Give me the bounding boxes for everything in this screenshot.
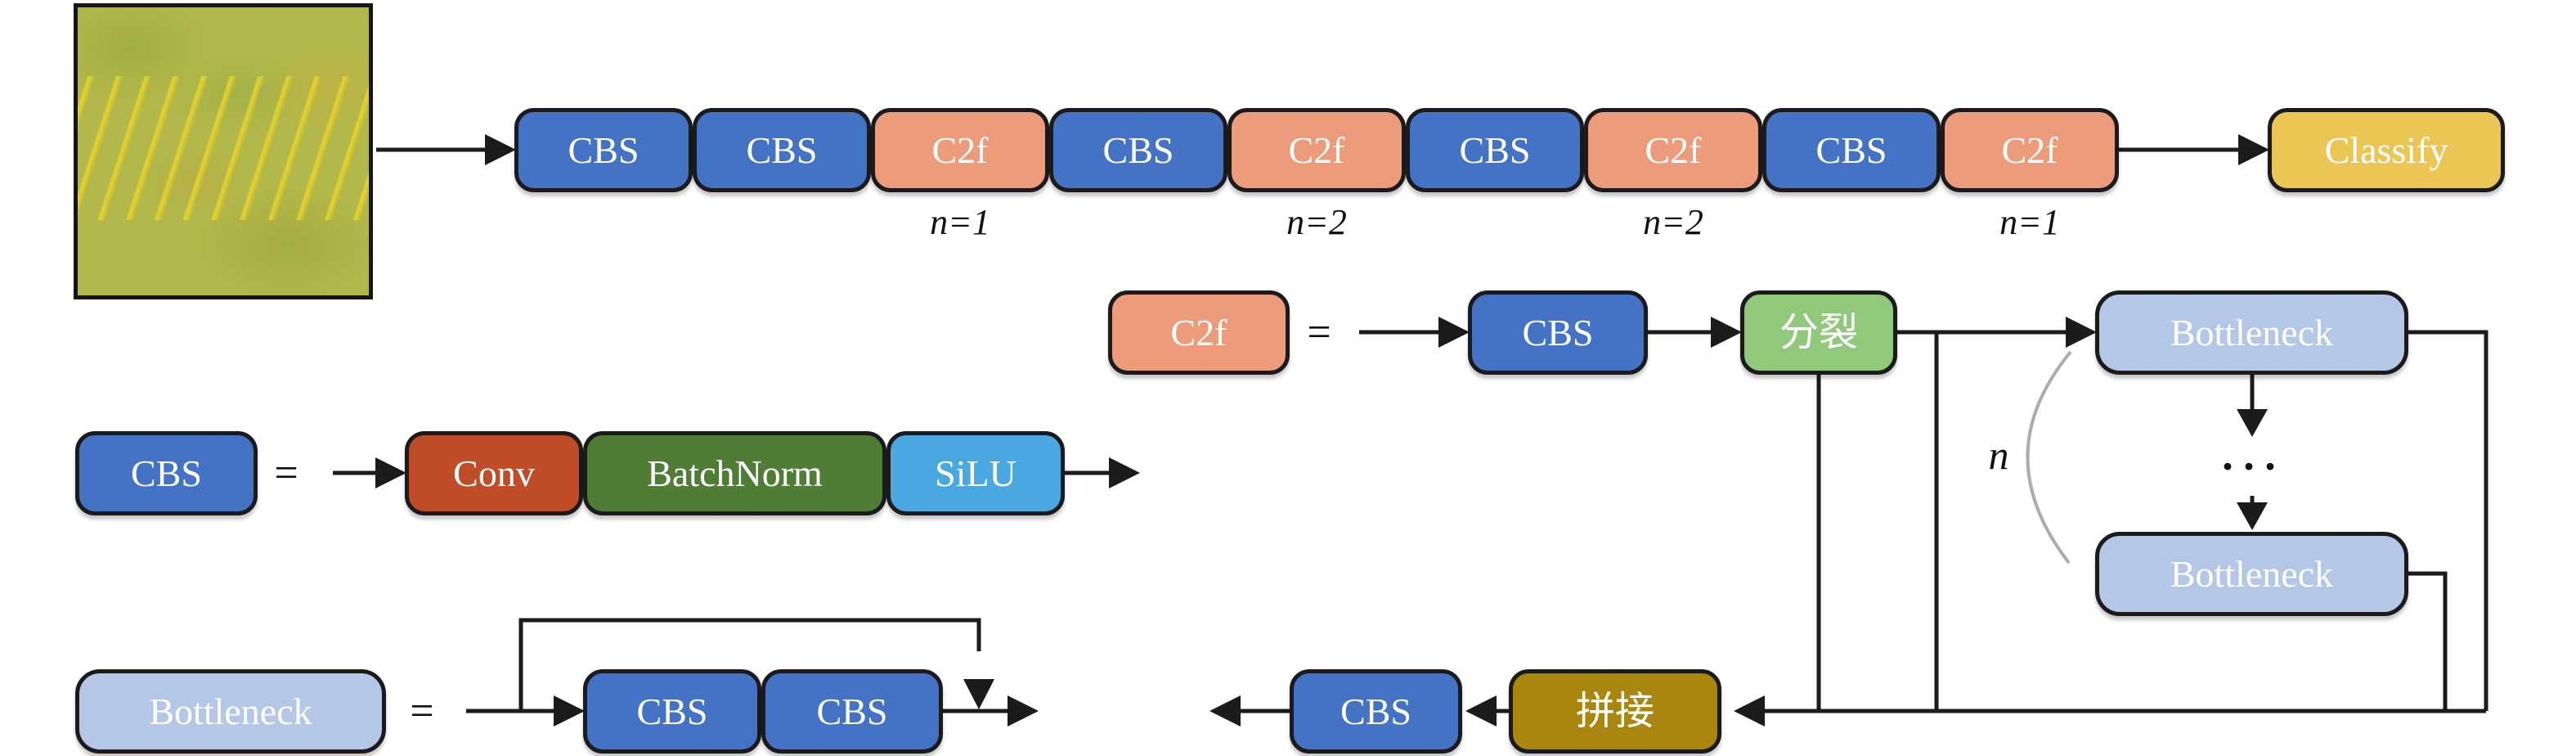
n-label-4: n=1 [1999, 202, 2060, 242]
arrowhead [2066, 317, 2097, 348]
arrowhead [554, 695, 585, 727]
backbone-block-cbs-5: CBS [1762, 108, 1941, 192]
c2f-equals-sign: = [1307, 308, 1331, 356]
silu-block: SiLU [886, 431, 1065, 515]
arrowhead [375, 457, 406, 488]
arrowhead [1465, 695, 1497, 727]
n-label-1: n=1 [930, 202, 990, 242]
bottleneck-bottom-block: Bottleneck [2095, 532, 2408, 616]
cbs-equals-sign: = [274, 449, 298, 497]
backbone-block-c2f-4: C2f [1941, 108, 2119, 192]
wire-bottleneck-skip-connection [518, 618, 981, 711]
cbs-detail-head: CBS [75, 431, 258, 515]
arrowhead [2237, 502, 2268, 530]
arrowhead [1438, 317, 1470, 348]
conv-block: Conv [405, 431, 583, 515]
backbone-block-c2f-3: C2f [1584, 108, 1762, 192]
n-label-2: n=2 [1286, 202, 1347, 242]
c2f-output-cbs: CBS [1290, 669, 1462, 754]
classify-block: Classify [2268, 108, 2505, 192]
repeat-ellipsis: ··· [2219, 442, 2285, 491]
bottleneck-detail-cbs-1: CBS [583, 669, 761, 754]
backbone-block-c2f-2: C2f [1227, 108, 1406, 192]
bottleneck-equals-sign: = [410, 687, 434, 735]
batchnorm-block: BatchNorm [583, 431, 886, 515]
arrowhead [1734, 695, 1765, 727]
c2f-detail-cbs: CBS [1468, 290, 1648, 375]
bottleneck-detail-head: Bottleneck [75, 669, 386, 754]
input-image-streaks [78, 76, 369, 221]
arrowhead [2237, 409, 2268, 437]
arrowhead [963, 679, 994, 709]
wire-bottleneck-top-skip [2408, 330, 2488, 711]
arrowhead [1109, 457, 1140, 488]
split-block: 分裂 [1740, 290, 1897, 375]
repeat-count-label: n [1988, 432, 2009, 478]
concat-block: 拼接 [1509, 669, 1721, 754]
repeat-brace [2026, 350, 2072, 565]
backbone-block-c2f-1: C2f [871, 108, 1049, 192]
backbone-block-cbs-1: CBS [514, 108, 693, 192]
backbone-block-cbs-4: CBS [1406, 108, 1584, 192]
c2f-detail-head: C2f [1108, 290, 1290, 375]
wire-bottleneck-bottom-out [2408, 571, 2448, 711]
bottleneck-top-block: Bottleneck [2095, 290, 2408, 375]
backbone-block-cbs-2: CBS [693, 108, 871, 192]
arrowhead [485, 134, 516, 165]
backbone-block-cbs-3: CBS [1049, 108, 1227, 192]
arrowhead [1209, 695, 1241, 727]
arrowhead [1711, 317, 1742, 348]
n-label-3: n=2 [1643, 202, 1703, 242]
bottleneck-detail-cbs-2: CBS [761, 669, 943, 754]
arrowhead [2238, 134, 2269, 165]
arrowhead [1008, 695, 1039, 727]
input-image [74, 3, 373, 299]
